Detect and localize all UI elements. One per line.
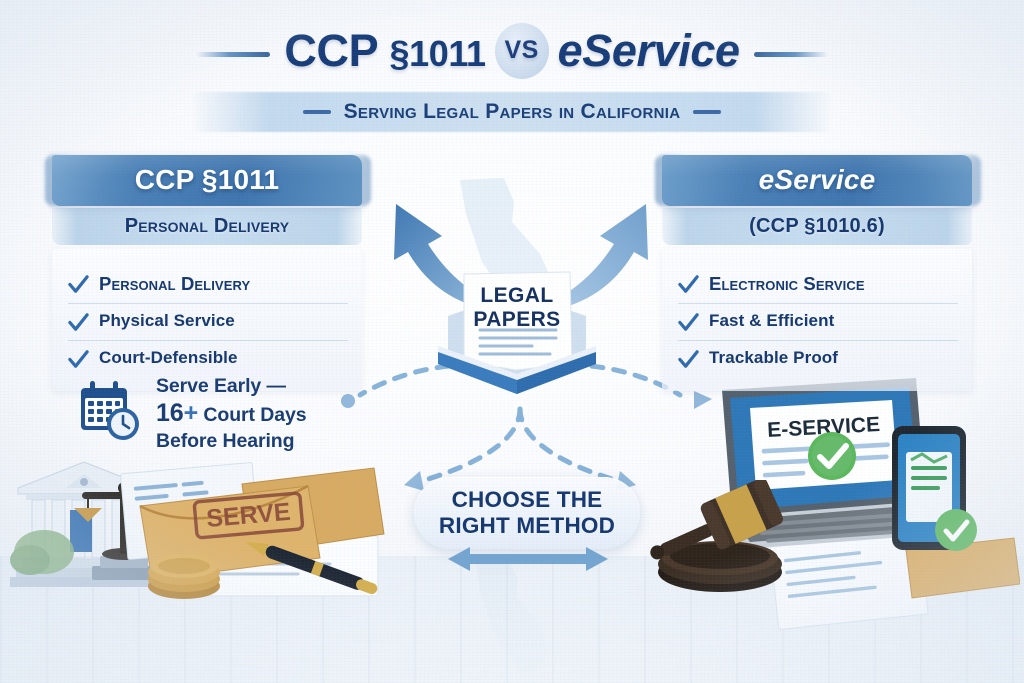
- choose-line-1: CHOOSE THE: [451, 486, 603, 512]
- legal-papers-graphic: LEGAL PAPERS: [424, 258, 610, 406]
- list-item-label: Fast & Efficient: [709, 311, 835, 331]
- serve-early-callout: Serve Early — 16+ Court Days Before Hear…: [78, 374, 360, 453]
- check-icon: [68, 349, 89, 368]
- serve-early-text: Serve Early — 16+ Court Days Before Hear…: [156, 374, 307, 453]
- coins-icon: [148, 554, 220, 599]
- choose-line-2: RIGHT METHOD: [438, 513, 616, 538]
- subtitle-rule-left: [302, 110, 331, 114]
- title-service: Service: [582, 25, 740, 77]
- gavel-icon: [650, 480, 784, 592]
- callout-line-3: Before Hearing: [156, 430, 295, 453]
- check-icon: [678, 312, 699, 331]
- check-icon: [678, 349, 699, 368]
- check-icon: [678, 275, 699, 294]
- check-icon: [68, 275, 89, 294]
- right-panel-heading: eService: [758, 164, 876, 195]
- subtitle-band: Serving Legal Papers in California: [202, 90, 822, 134]
- panel-subband-left: Personal Delivery: [52, 208, 362, 246]
- choose-method-callout: CHOOSE THE RIGHT METHOD: [414, 477, 640, 549]
- panel-ccp-1011: CCP §1011 Personal Delivery Personal Del…: [52, 155, 362, 391]
- double-arrow-icon: [448, 547, 608, 571]
- panel-eservice: eService (CCP §1010.6) Electronic Servic…: [662, 155, 972, 391]
- title-rule-right: [753, 51, 828, 57]
- smartphone-icon: [892, 426, 977, 551]
- title-e: e: [557, 25, 583, 77]
- left-panel-bullets: Personal Delivery Physical Service Court…: [52, 249, 362, 391]
- title-ccp: CCP: [284, 25, 390, 77]
- panel-header-right: eService: [662, 155, 972, 206]
- calendar-clock-icon: [81, 381, 139, 440]
- callout-days-number: 16: [156, 399, 184, 428]
- list-item: Electronic Service: [678, 266, 958, 302]
- vs-badge: VS: [494, 22, 549, 79]
- panel-header-left: CCP §1011: [52, 155, 362, 206]
- list-item: Personal Delivery: [68, 266, 348, 302]
- subtitle-rule-right: [693, 110, 722, 114]
- list-item: Fast & Efficient: [678, 302, 958, 340]
- list-item: Court-Defensible: [68, 339, 348, 377]
- list-item-label: Trackable Proof: [709, 348, 839, 368]
- list-item-label: Electronic Service: [709, 273, 865, 295]
- list-item-label: Court-Defensible: [99, 348, 238, 368]
- list-item-label: Physical Service: [99, 311, 235, 331]
- callout-line-2: 16+ Court Days: [156, 398, 307, 429]
- choose-method-text: CHOOSE THE RIGHT METHOD: [439, 487, 615, 539]
- list-item-label: Personal Delivery: [99, 273, 251, 295]
- title-rule-left: [196, 51, 271, 57]
- callout-line-1: Serve Early —: [156, 375, 286, 397]
- green-check-icon: [808, 432, 856, 480]
- panel-subband-right: (CCP §1010.6): [662, 208, 972, 246]
- callout-days-plus: +: [183, 399, 199, 428]
- check-icon: [68, 312, 89, 331]
- papers-box-svg: [438, 271, 596, 394]
- list-item: Physical Service: [68, 302, 348, 340]
- callout-days-rest: Court Days: [198, 404, 307, 427]
- right-panel-subheading: (CCP §1010.6): [749, 215, 885, 238]
- list-item: Trackable Proof: [678, 339, 958, 377]
- right-panel-bullets: Electronic Service Fast & Efficient Trac…: [662, 249, 972, 391]
- title-section: §1011: [389, 33, 487, 75]
- left-panel-subheading: Personal Delivery: [124, 215, 290, 238]
- left-panel-heading: CCP §1011: [134, 164, 280, 195]
- page-subtitle: Serving Legal Papers in California: [343, 100, 681, 123]
